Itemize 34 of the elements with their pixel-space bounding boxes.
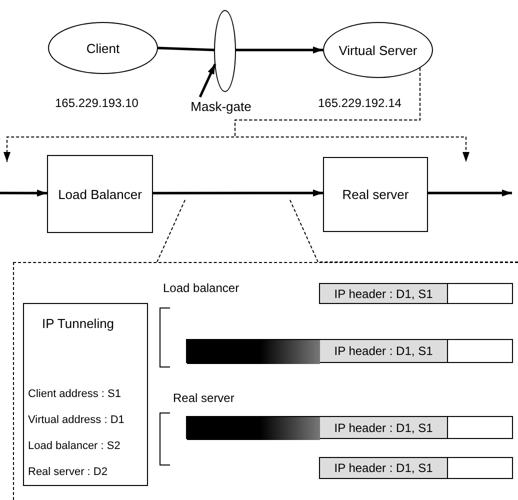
packet-bar <box>186 416 513 439</box>
info-title: IP Tunneling <box>42 316 114 331</box>
arrow <box>0 190 47 197</box>
node-label: Load Balancer <box>58 186 142 202</box>
process-box <box>323 157 428 232</box>
info-line: Virtual address : D1 <box>28 414 124 426</box>
info-line: Client address : S1 <box>28 388 121 400</box>
node-label: Client <box>86 40 120 56</box>
info-box <box>23 303 148 486</box>
payload-segment <box>187 417 320 440</box>
info-line: Load balancer : S2 <box>28 440 120 452</box>
ip-address-label: 165.229.192.14 <box>318 96 402 110</box>
arrow <box>198 64 216 98</box>
packet-bar <box>186 339 513 363</box>
arrow <box>428 190 512 196</box>
payload-segment <box>187 340 320 364</box>
packet-bar <box>319 457 513 479</box>
arrow <box>234 67 470 162</box>
arrow <box>153 190 323 196</box>
header-field: IP header : D1, S1 <box>320 340 448 362</box>
section-label: Load balancer <box>163 281 240 295</box>
node-label: Virtual Server <box>338 42 418 58</box>
arrow <box>236 46 323 54</box>
detail-panel <box>13 262 518 500</box>
section-label: Real server <box>173 391 234 405</box>
info-line: Real server : D2 <box>28 466 108 478</box>
header-field: IP header : D1, S1 <box>320 417 448 438</box>
node-label: Mask-gate <box>190 98 252 114</box>
ip-address-label: 165.229.193.10 <box>55 96 138 110</box>
packet-bar <box>319 283 513 304</box>
header-field: IP header : D1, S1 <box>320 284 448 303</box>
node-label: Real server <box>342 187 409 202</box>
process-box <box>47 155 153 233</box>
header-field: IP header : D1, S1 <box>320 458 448 478</box>
